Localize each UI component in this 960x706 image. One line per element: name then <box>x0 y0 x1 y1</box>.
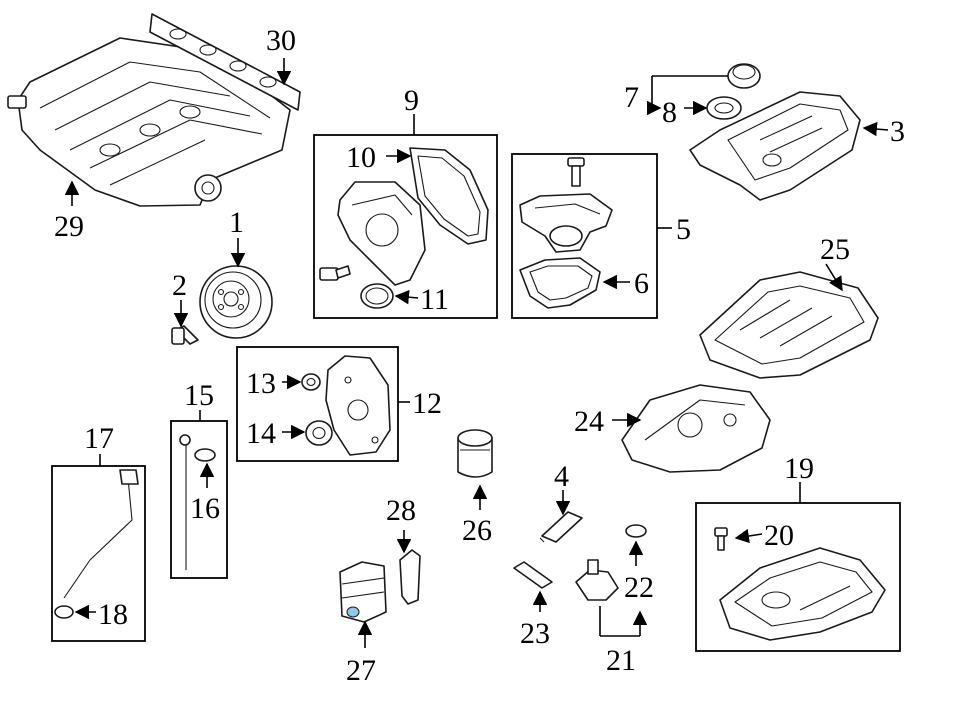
callout-19: 19 <box>784 452 814 485</box>
callout-17: 17 <box>84 422 114 455</box>
oil-cooler-part <box>339 561 387 623</box>
oil-filler-cap-part <box>727 63 761 89</box>
callout-20: 20 <box>764 519 794 552</box>
callout-7: 7 <box>624 81 639 114</box>
leader-21 <box>599 606 640 637</box>
lower-oil-pan-group-box <box>695 502 901 652</box>
callout-16: 16 <box>190 492 220 525</box>
callout-12: 12 <box>412 387 442 420</box>
callout-4: 4 <box>554 460 569 493</box>
intake-manifold-part <box>7 37 291 207</box>
callout-22: 22 <box>624 571 654 604</box>
oil-filter-part <box>457 429 493 478</box>
callout-numbers: 1 2 3 4 5 6 7 8 9 10 11 12 13 14 15 16 1… <box>54 24 905 687</box>
cover-bolt-part <box>319 265 351 281</box>
dipstick-group-box <box>170 420 228 579</box>
dipstick-tube-group-box <box>51 465 146 642</box>
leader-lines <box>64 58 889 648</box>
callout-1: 1 <box>229 206 244 239</box>
oil-pump-bolt-part <box>567 157 585 187</box>
callout-14: 14 <box>246 417 276 450</box>
dipstick-o-ring-part <box>194 448 216 462</box>
callout-6: 6 <box>634 267 649 300</box>
pulley-bolt-part <box>171 325 199 345</box>
callout-25: 25 <box>820 233 850 266</box>
callout-21: 21 <box>606 644 636 677</box>
cover-o-ring-part <box>360 283 394 309</box>
timing-cover-group-box <box>313 134 498 319</box>
crank-seal-part <box>305 420 333 446</box>
oil-baffle-plate-part <box>621 384 771 473</box>
callout-29: 29 <box>54 210 84 243</box>
oil-sensor-part <box>539 511 583 543</box>
callout-15: 15 <box>184 379 214 412</box>
tube-o-ring-part <box>54 605 74 619</box>
oil-pump-gasket-part <box>519 257 601 309</box>
timing-cover-gasket-part <box>409 147 489 245</box>
callout-9: 9 <box>404 84 419 117</box>
drain-plug-assembly-part <box>575 559 619 601</box>
dipstick-part <box>179 434 191 570</box>
oil-pump-group-box <box>511 153 658 319</box>
cooler-gasket-part <box>399 549 421 605</box>
front-cover-part <box>325 355 391 456</box>
callout-24: 24 <box>574 405 604 438</box>
callout-26: 26 <box>462 514 492 547</box>
callout-11: 11 <box>420 283 449 316</box>
callout-23: 23 <box>520 617 550 650</box>
leader-7 <box>652 75 728 108</box>
level-sensor-part <box>513 561 553 589</box>
callout-28: 28 <box>386 494 416 527</box>
manifold-gasket-part <box>149 13 301 111</box>
oil-pump-housing-part <box>519 193 613 253</box>
leader-11 <box>394 290 419 305</box>
callout-3: 3 <box>890 115 905 148</box>
callout-10: 10 <box>346 141 376 174</box>
leader-3 <box>862 121 889 137</box>
callout-8: 8 <box>662 96 677 129</box>
callout-2: 2 <box>172 269 187 302</box>
callout-18: 18 <box>98 598 128 631</box>
timing-cover-part <box>337 181 426 286</box>
filler-cap-seal-part <box>706 96 742 120</box>
cam-seal-part <box>301 373 321 391</box>
lower-oil-pan-part <box>719 547 886 641</box>
crankshaft-pulley-part <box>199 265 273 339</box>
pan-bolt-part <box>714 527 728 551</box>
callout-5: 5 <box>676 213 691 246</box>
valve-cover-part <box>689 91 861 201</box>
dipstick-tube-part <box>63 469 139 599</box>
callout-13: 13 <box>246 367 276 400</box>
callout-27: 27 <box>346 654 376 687</box>
upper-oil-pan-part <box>699 271 879 379</box>
drain-seal-part <box>625 524 647 538</box>
leader-25 <box>825 263 843 292</box>
callout-30: 30 <box>266 24 296 57</box>
leader-20 <box>734 528 763 544</box>
front-seal-group-box <box>236 346 399 462</box>
